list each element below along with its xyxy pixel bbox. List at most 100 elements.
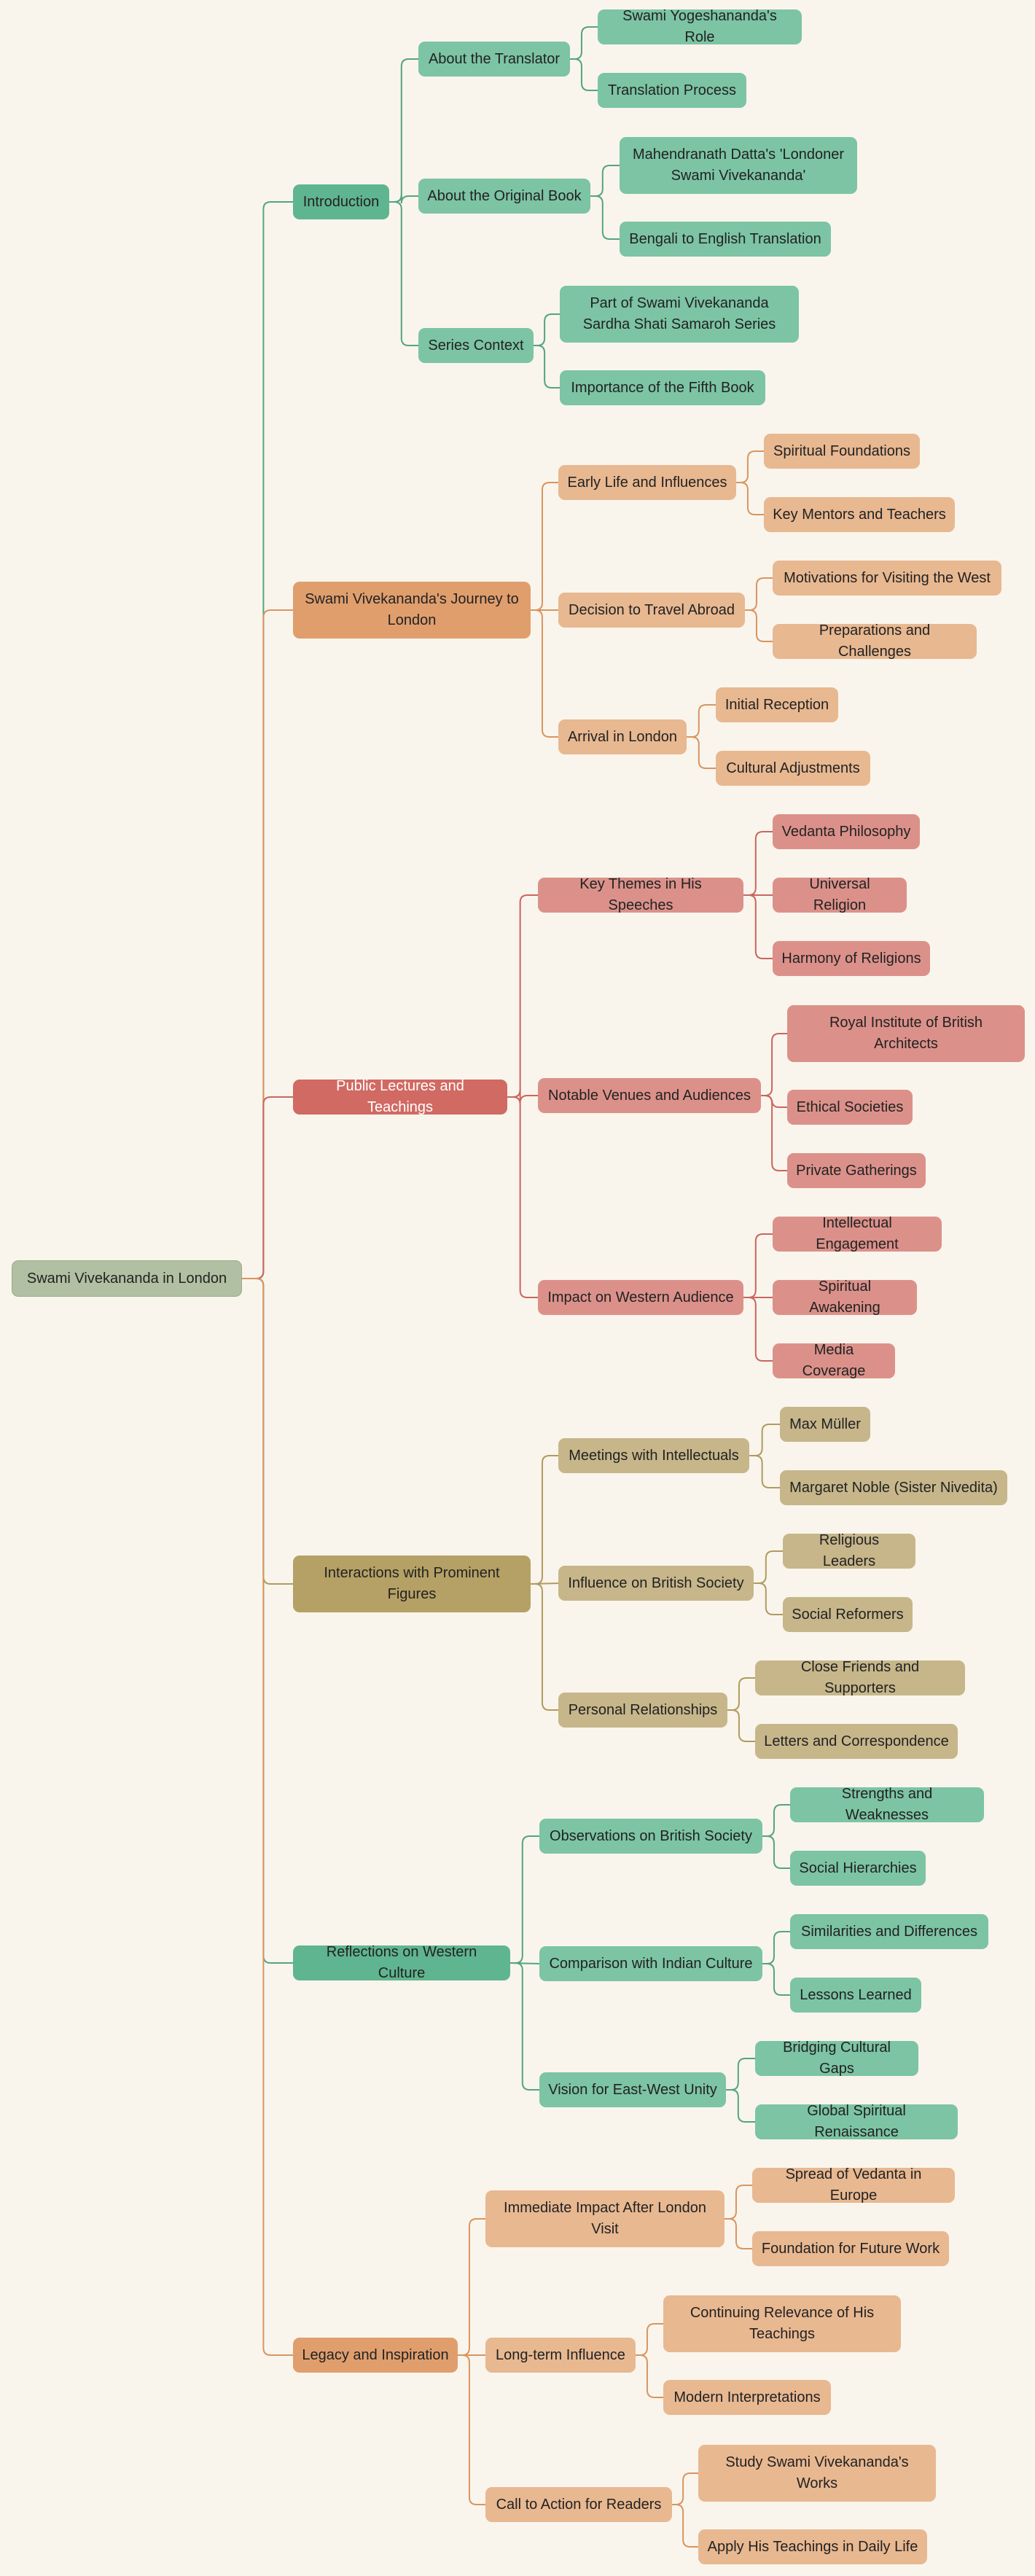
edges-series-context — [534, 313, 560, 389]
edges-vision-for-east-west-unity-link-1 — [726, 2089, 755, 2123]
edges-observations-on-british-society — [762, 1804, 790, 1869]
topic-series-context: Series Context — [418, 328, 534, 363]
edges-decision-to-travel-abroad-link-0 — [745, 577, 773, 611]
edges-early-life-and-influences-link-1 — [736, 482, 764, 515]
edges-public-lectures-and-teachings-link-0 — [507, 894, 538, 1098]
edges-call-to-action-for-readers — [672, 2472, 698, 2548]
edges-influence-on-british-society-link-1 — [754, 1582, 783, 1615]
edges-decision-to-travel-abroad — [745, 577, 773, 642]
edges-early-life-and-influences — [736, 450, 764, 515]
topic-notable-venues-and-audiences: Notable Venues and Audiences — [538, 1078, 761, 1113]
edges-immediate-impact-after-london-visit-link-0 — [724, 2185, 752, 2220]
topic-long-term-influence: Long-term Influence — [485, 2338, 636, 2373]
leaf-initial-reception: Initial Reception — [716, 687, 838, 722]
branch-public-lectures-and-teachings: Public Lectures and Teachings — [293, 1078, 507, 1115]
edges-reflections-on-western-culture-link-0 — [510, 1835, 539, 1964]
edges-swami-vivekananda-s-journey-to-london — [531, 482, 558, 738]
root-to-public-lectures-and-teachings-link-0 — [242, 1096, 293, 1279]
edges-notable-venues-and-audiences — [761, 1033, 787, 1171]
topic-key-themes-in-his-speeches: Key Themes in His Speeches — [538, 876, 743, 913]
edges-observations-on-british-society-link-1 — [762, 1835, 790, 1869]
edges-observations-on-british-society-link-0 — [762, 1804, 790, 1837]
edges-about-the-translator-link-1 — [570, 58, 598, 91]
edges-personal-relationships-link-0 — [727, 1677, 755, 1711]
edges-long-term-influence-link-0 — [636, 2323, 663, 2356]
topic-early-life-and-influences: Early Life and Influences — [558, 465, 736, 500]
branch-swami-vivekananda-s-journey-to-london: Swami Vivekananda's Journey to London — [293, 582, 531, 639]
edges-reflections-on-western-culture — [509, 1835, 540, 2091]
edges-meetings-with-intellectuals-link-0 — [749, 1424, 780, 1456]
leaf-strengths-and-weaknesses: Strengths and Weaknesses — [790, 1786, 984, 1823]
edges-public-lectures-and-teachings-link-2 — [507, 1096, 538, 1298]
root-to-reflections-on-western-culture-link-0 — [242, 1278, 293, 1964]
edges-introduction-link-0 — [389, 58, 418, 203]
edges-swami-vivekananda-s-journey-to-london-link-2 — [531, 609, 558, 738]
edges-impact-on-western-audience-link-2 — [743, 1297, 773, 1362]
branch-interactions-with-prominent-figures: Interactions with Prominent Figures — [293, 1556, 531, 1612]
edges-notable-venues-and-audiences-link-1 — [761, 1095, 787, 1108]
topic-about-the-original-book: About the Original Book — [418, 179, 590, 214]
leaf-max-m-ller: Max Müller — [780, 1407, 870, 1442]
leaf-translation-process: Translation Process — [598, 73, 746, 108]
edges-arrival-in-london-link-1 — [687, 736, 716, 769]
leaf-letters-and-correspondence: Letters and Correspondence — [755, 1724, 958, 1759]
leaf-ethical-societies: Ethical Societies — [787, 1090, 913, 1125]
leaf-continuing-relevance-of-his-teachings: Continuing Relevance of His Teachings — [663, 2295, 901, 2352]
topic-comparison-with-indian-culture: Comparison with Indian Culture — [539, 1946, 762, 1981]
edges-long-term-influence — [636, 2323, 663, 2398]
edges-about-the-translator-link-0 — [570, 26, 598, 60]
edges-decision-to-travel-abroad-link-1 — [745, 609, 773, 642]
edges-introduction-link-2 — [389, 201, 418, 346]
root-to-reflections-on-western-culture — [242, 1278, 293, 1964]
edges-vision-for-east-west-unity-link-0 — [726, 2058, 755, 2091]
leaf-similarities-and-differences: Similarities and Differences — [790, 1914, 988, 1949]
leaf-harmony-of-religions: Harmony of Religions — [773, 941, 930, 976]
leaf-part-of-swami-vivekananda-sardha-shati-samaroh-series: Part of Swami Vivekananda Sardha Shati S… — [560, 286, 799, 343]
leaf-religious-leaders: Religious Leaders — [783, 1532, 915, 1569]
topic-decision-to-travel-abroad: Decision to Travel Abroad — [558, 593, 745, 628]
edges-call-to-action-for-readers-link-0 — [672, 2472, 698, 2505]
edges-about-the-translator — [570, 26, 598, 91]
leaf-global-spiritual-renaissance: Global Spiritual Renaissance — [755, 2103, 958, 2140]
leaf-study-swami-vivekananda-s-works: Study Swami Vivekananda's Works — [698, 2445, 936, 2502]
leaf-margaret-noble-sister-nivedita: Margaret Noble (Sister Nivedita) — [780, 1470, 1007, 1505]
edges-reflections-on-western-culture-link-2 — [510, 1962, 539, 2091]
edges-key-themes-in-his-speeches-link-0 — [743, 831, 773, 896]
leaf-mahendranath-datta-s-londoner-swami-vivekananda: Mahendranath Datta's 'Londoner Swami Viv… — [620, 137, 857, 194]
edges-notable-venues-and-audiences-link-0 — [761, 1033, 787, 1096]
leaf-social-hierarchies: Social Hierarchies — [790, 1851, 926, 1886]
edges-meetings-with-intellectuals-link-1 — [749, 1455, 780, 1488]
root-to-introduction-link-0 — [242, 201, 293, 1279]
topic-call-to-action-for-readers: Call to Action for Readers — [485, 2487, 672, 2522]
edges-public-lectures-and-teachings — [507, 894, 538, 1298]
leaf-bengali-to-english-translation: Bengali to English Translation — [620, 222, 831, 257]
edges-notable-venues-and-audiences-link-2 — [761, 1095, 787, 1171]
leaf-foundation-for-future-work: Foundation for Future Work — [752, 2231, 949, 2266]
edges-legacy-and-inspiration-link-2 — [458, 2354, 485, 2505]
edges-public-lectures-and-teachings-link-1 — [507, 1089, 538, 1104]
leaf-apply-his-teachings-in-daily-life: Apply His Teachings in Daily Life — [698, 2529, 927, 2564]
topic-vision-for-east-west-unity: Vision for East-West Unity — [539, 2072, 726, 2107]
edges-call-to-action-for-readers-link-1 — [672, 2504, 698, 2548]
leaf-royal-institute-of-british-architects: Royal Institute of British Architects — [787, 1005, 1025, 1062]
leaf-swami-yogeshananda-s-role: Swami Yogeshananda's Role — [598, 8, 802, 45]
edges-interactions-with-prominent-figures-link-2 — [531, 1583, 558, 1711]
edges-about-the-original-book-link-1 — [590, 195, 620, 240]
edges-about-the-original-book — [590, 165, 620, 240]
topic-immediate-impact-after-london-visit: Immediate Impact After London Visit — [485, 2190, 724, 2247]
leaf-importance-of-the-fifth-book: Importance of the Fifth Book — [560, 370, 765, 405]
topic-influence-on-british-society: Influence on British Society — [558, 1566, 754, 1601]
edges-vision-for-east-west-unity — [726, 2058, 755, 2123]
edges-interactions-with-prominent-figures-link-0 — [531, 1455, 558, 1585]
branch-reflections-on-western-culture: Reflections on Western Culture — [293, 1944, 510, 1981]
topic-impact-on-western-audience: Impact on Western Audience — [538, 1280, 743, 1315]
edges-arrival-in-london — [687, 704, 716, 769]
edges-key-themes-in-his-speeches-link-2 — [743, 894, 773, 959]
edges-comparison-with-indian-culture-link-0 — [762, 1931, 790, 1964]
edges-legacy-and-inspiration-link-0 — [458, 2218, 485, 2356]
leaf-media-coverage: Media Coverage — [773, 1342, 895, 1379]
branch-legacy-and-inspiration: Legacy and Inspiration — [293, 2338, 458, 2373]
leaf-close-friends-and-supporters: Close Friends and Supporters — [755, 1659, 965, 1696]
edges-introduction — [389, 58, 418, 346]
